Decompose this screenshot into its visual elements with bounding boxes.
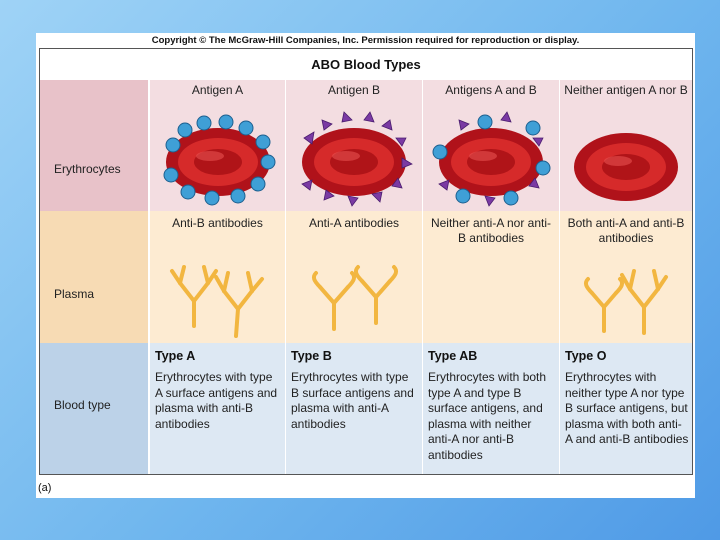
rbc-type-o [574,133,678,201]
cell-type-ab: Type AB Erythrocytes with both type A an… [422,343,559,474]
rbc-type-o-cell [574,133,678,201]
rbc-type-a-cell [166,128,270,196]
rbc-type-b [301,111,413,207]
abo-table: ABO Blood Types Erythrocytes Antigen A [39,48,693,475]
antigen-a-label: Antigen A [191,83,244,97]
cell-antigens-ab: Antigens A and B [422,80,559,211]
antigen-ab-label: Antigens A and B [445,83,537,97]
cell-type-b: Type B Erythrocytes with type B surface … [285,343,422,474]
neither-antibody-label: Neither anti-A nor anti-B antibodies [430,216,552,245]
row-blood-type: Blood type Type A Erythrocytes with type… [40,343,692,474]
cell-neither-antigen: Neither antigen A nor B [559,80,692,211]
type-ab-heading: Type AB [428,349,478,363]
type-a-description: Erythrocytes with type A surface antigen… [155,370,278,431]
neither-antigen-label: Neither antigen A nor B [564,83,688,97]
blood-type-label: Blood type [54,398,111,412]
type-o-description: Erythrocytes with neither type A nor typ… [565,370,689,446]
cell-type-o: Type O Erythrocytes with neither type A … [559,343,692,474]
rbc-type-ab-cell [439,128,543,196]
row-label-plasma: Plasma [40,211,149,343]
both-antibodies-label: Both anti-A and anti-B antibodies [567,216,685,245]
cell-antigen-a: Antigen A [149,80,285,211]
cell-anti-a: Anti-A antibodies [285,211,422,343]
row-label-blood-type: Blood type [40,343,149,474]
slide: Copyright © The McGraw-Hill Companies, I… [36,33,695,498]
rbc-type-a [163,114,276,206]
row-plasma: Plasma Anti-B antibodies [40,211,692,343]
anti-a-label: Anti-A antibodies [308,216,400,230]
copyright-notice: Copyright © The McGraw-Hill Companies, I… [151,35,580,46]
cell-both-antibodies: Both anti-A and anti-B antibodies [559,211,692,343]
antigen-b-markers [301,111,413,207]
antigen-a-markers [163,114,276,206]
antigen-b-markers-ab [438,111,544,207]
cell-antigen-b: Antigen B [285,80,422,211]
figure-part-label: (a) [38,482,52,494]
table-title: ABO Blood Types [40,49,692,81]
type-o-heading: Type O [565,349,607,363]
type-ab-description: Erythrocytes with both type A and type B… [428,370,547,462]
type-a-heading: Type A [155,349,196,363]
erythrocytes-label: Erythrocytes [54,162,121,176]
rbc-type-b-cell [302,128,406,196]
anti-a-antibody-icon [311,265,399,331]
antigen-a-markers-ab [432,114,551,206]
antigen-b-label: Antigen B [327,83,381,97]
cell-type-a: Type A Erythrocytes with type A surface … [149,343,285,474]
cell-neither-antibody: Neither anti-A nor anti-B antibodies [422,211,559,343]
anti-b-label: Anti-B antibodies [172,216,263,230]
rbc-type-ab [432,111,551,207]
cell-anti-b: Anti-B antibodies [149,211,285,343]
type-b-heading: Type B [291,349,332,363]
type-b-description: Erythrocytes with type B surface antigen… [291,370,414,431]
anti-b-antibody-icon [170,265,264,338]
plasma-label: Plasma [54,287,95,301]
row-erythrocytes: Erythrocytes Antigen A [40,80,692,211]
row-label-erythrocytes: Erythrocytes [40,80,149,211]
both-antibodies-icon [583,269,668,335]
